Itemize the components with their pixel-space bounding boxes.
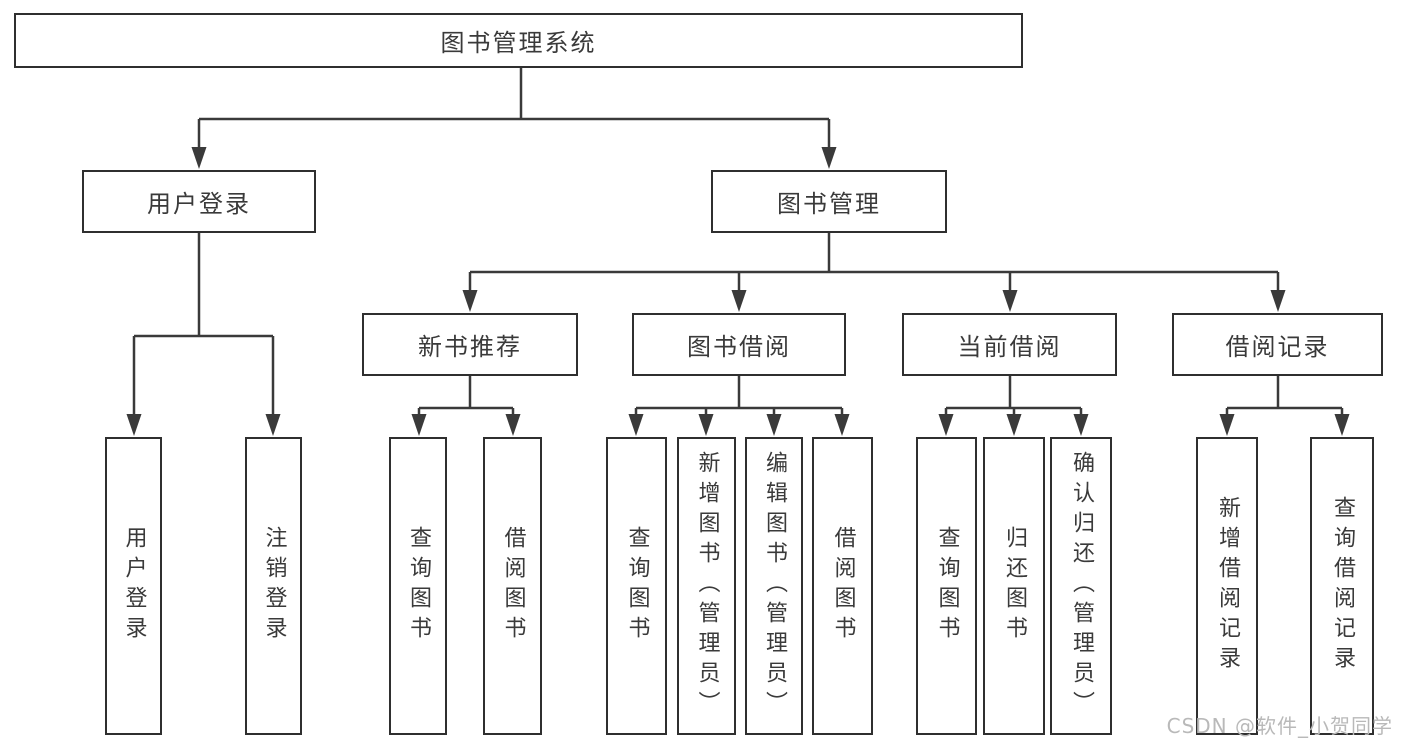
leaf-query-borrow-record: 查询借阅记录: [1310, 437, 1374, 735]
leaf-borrow-books-recommend: 借阅图书: [483, 437, 542, 735]
leaf-query-books-recommend: 查询图书: [389, 437, 447, 735]
node-current-borrow: 当前借阅: [902, 313, 1117, 376]
leaf-query-books-current: 查询图书: [916, 437, 977, 735]
leaf-query-books-borrow: 查询图书: [606, 437, 667, 735]
leaf-return-book: 归还图书: [983, 437, 1045, 735]
node-book-management: 图书管理: [711, 170, 947, 233]
leaf-borrow-books: 借阅图书: [812, 437, 873, 735]
leaf-confirm-return-admin: 确认归还（管理员）: [1050, 437, 1112, 735]
watermark-text: CSDN @软件_小贺同学: [1166, 714, 1393, 738]
leaf-edit-book-admin: 编辑图书（管理员）: [745, 437, 803, 735]
leaf-add-borrow-record: 新增借阅记录: [1196, 437, 1258, 735]
node-root: 图书管理系统: [14, 13, 1023, 68]
leaf-user-login: 用户登录: [105, 437, 162, 735]
leaf-logout: 注销登录: [245, 437, 302, 735]
node-user-login: 用户登录: [82, 170, 316, 233]
leaf-add-book-admin: 新增图书（管理员）: [677, 437, 736, 735]
node-new-book-recommend: 新书推荐: [362, 313, 578, 376]
node-borrow-records: 借阅记录: [1172, 313, 1383, 376]
node-book-borrow: 图书借阅: [632, 313, 846, 376]
